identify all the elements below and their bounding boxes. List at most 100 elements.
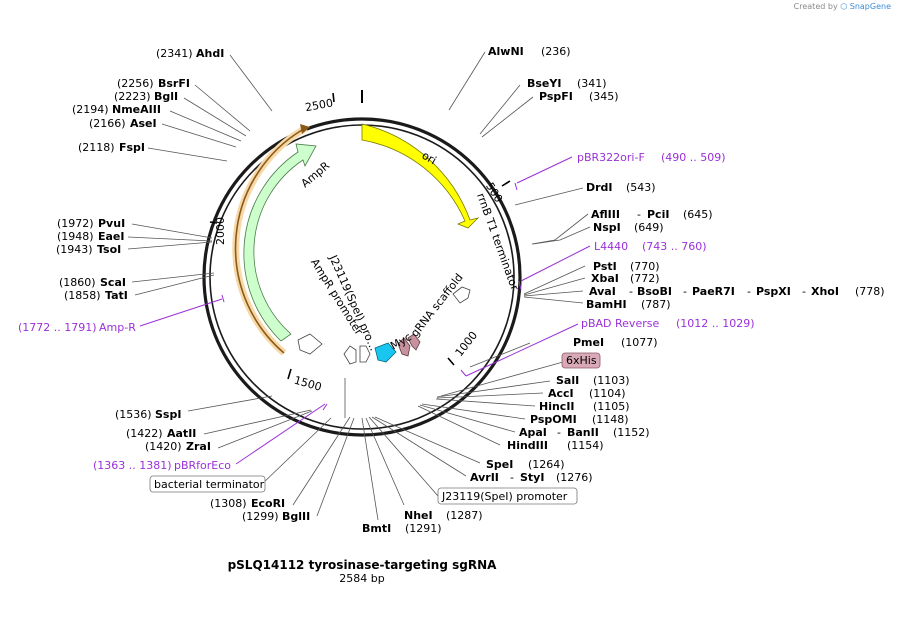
site-pos: (1276) xyxy=(556,471,593,484)
leaders-left xyxy=(127,54,355,517)
site-zrai: (1420) ZraI xyxy=(145,440,211,453)
site-name: PstI xyxy=(593,260,617,273)
site-sep: - xyxy=(637,208,641,221)
site-name: TsoI xyxy=(97,243,121,256)
primer-mark-pbr322 xyxy=(514,182,518,191)
primer-name: Amp-R xyxy=(99,321,136,334)
site-name: AvaI xyxy=(589,285,616,298)
site-pos: (1105) xyxy=(593,400,630,413)
site-pos: (770) xyxy=(630,260,660,273)
site-pos: (1536) xyxy=(115,408,152,421)
site-pos: (341) xyxy=(577,77,607,90)
site-pos: (2194) xyxy=(72,103,109,116)
site-name: BmtI xyxy=(362,522,391,535)
site-name2: PciI xyxy=(647,208,669,221)
site-name: HindIII xyxy=(507,439,548,452)
site-sep2: - xyxy=(683,285,687,298)
plasmid-title: pSLQ14112 tyrosinase-targeting sgRNA xyxy=(228,558,498,572)
feature-grna-arrow xyxy=(374,342,397,363)
feature-label-ori: ori xyxy=(420,149,439,167)
site-name: SpeI xyxy=(486,458,513,471)
site-name: FspI xyxy=(119,141,145,154)
site-name: DrdI xyxy=(586,181,613,194)
site-name: PmeI xyxy=(573,336,604,349)
site-pos: (1291) xyxy=(405,522,442,535)
plasmid-length: 2584 bp xyxy=(339,572,384,585)
primer-mark-ampr xyxy=(221,294,225,303)
site-bseyi: BseYI (341) xyxy=(527,77,607,90)
tick-2500: 2500 xyxy=(304,92,335,114)
backbone-outer xyxy=(202,117,522,437)
site-fspi: (2118) FspI xyxy=(78,141,145,154)
site-name2: StyI xyxy=(520,471,544,484)
site-pos: (1104) xyxy=(589,387,626,400)
site-acci: AccI (1104) xyxy=(548,387,626,400)
primer-amp-r: (1772 .. 1791) Amp-R xyxy=(18,321,136,334)
site-pos: (1077) xyxy=(621,336,658,349)
site-name: AhdI xyxy=(196,47,224,60)
feature-label-grna: gRNA scaffold xyxy=(408,271,465,339)
primer-name: pBRforEco xyxy=(174,459,231,472)
site-pos: (236) xyxy=(541,45,571,58)
site-name: ZraI xyxy=(186,440,211,453)
primer-name: pBR322ori-F xyxy=(577,151,645,164)
site-pos: (1858) xyxy=(64,289,101,302)
site-pos: (1948) xyxy=(57,230,94,243)
site-name: AseI xyxy=(130,117,157,130)
site-nspi: NspI (649) xyxy=(593,221,664,234)
primer-l4440: L4440 (743 .. 760) xyxy=(594,240,707,253)
site-name5: XhoI xyxy=(811,285,839,298)
site-spei: SpeI (1264) xyxy=(486,458,565,471)
primer-name: L4440 xyxy=(594,240,628,253)
site-pos: (2341) xyxy=(156,47,193,60)
boxed-j23119-promoter: J23119(SpeI) promoter xyxy=(437,487,578,505)
site-aatii: (1422) AatII xyxy=(126,427,196,440)
feature-label-ampr: AmpR xyxy=(299,159,333,190)
site-pspomi: PspOMI (1148) xyxy=(530,413,629,426)
site-name: ApaI xyxy=(519,426,547,439)
site-pos: (772) xyxy=(630,272,660,285)
feature-label-rrnb: rrnB T1 terminator xyxy=(474,191,521,292)
feature-rrnb-arrow xyxy=(452,286,471,304)
primer-pbad-reverse: pBAD Reverse (1012 .. 1029) xyxy=(581,317,755,330)
site-psti: PstI (770) xyxy=(593,260,660,273)
credit-brand: SnapGene xyxy=(849,2,891,11)
feature-myc-arrow2 xyxy=(407,333,421,351)
site-pos: (778) xyxy=(855,285,885,298)
ampr-highlight-line xyxy=(234,129,303,354)
site-tsoi: (1943) TsoI xyxy=(56,243,121,256)
site-name: AlwNI xyxy=(488,45,524,58)
feature-ori xyxy=(361,123,480,229)
site-pos: (1154) xyxy=(567,439,604,452)
site-name: SspI xyxy=(155,408,181,421)
site-name4: PspXI xyxy=(756,285,791,298)
site-pos: (1287) xyxy=(446,509,483,522)
site-pos: (2256) xyxy=(117,77,154,90)
site-sep: - xyxy=(557,426,561,439)
primer-range: (1363 .. 1381) xyxy=(93,459,172,472)
primer-leader-l4440 xyxy=(520,245,591,282)
site-pos: (1299) xyxy=(242,510,279,523)
tick-label-1000: 1000 xyxy=(453,329,480,359)
site-name: AflIII xyxy=(591,208,620,221)
site-name: BseYI xyxy=(527,77,561,90)
site-name: NmeAIII xyxy=(112,103,161,116)
site-ecori: (1308) EcoRI xyxy=(210,497,285,510)
site-eaei: (1948) EaeI xyxy=(57,230,125,243)
primer-leader-pbad xyxy=(465,323,579,377)
boxed-label: bacterial terminator xyxy=(154,478,265,491)
leaders-right xyxy=(361,51,591,521)
site-name: TatI xyxy=(105,289,128,302)
site-nmeaiii: (2194) NmeAIII xyxy=(72,103,161,116)
boxed-bacterial-terminator: bacterial terminator xyxy=(149,475,266,493)
feature-ampprom-arrow xyxy=(297,333,323,355)
site-pos: (1103) xyxy=(593,374,630,387)
site-pvui: (1972) PvuI xyxy=(57,217,125,230)
site-pos: (2166) xyxy=(89,117,126,130)
feature-j23-arrow2 xyxy=(359,345,371,363)
primer-range: (490 .. 509) xyxy=(661,151,726,164)
tick-label-2000: 2000 xyxy=(214,217,227,245)
site-pos: (345) xyxy=(589,90,619,103)
site-hindiii: HindIII (1154) xyxy=(507,439,604,452)
primer-leader-pbr322 xyxy=(516,156,573,184)
